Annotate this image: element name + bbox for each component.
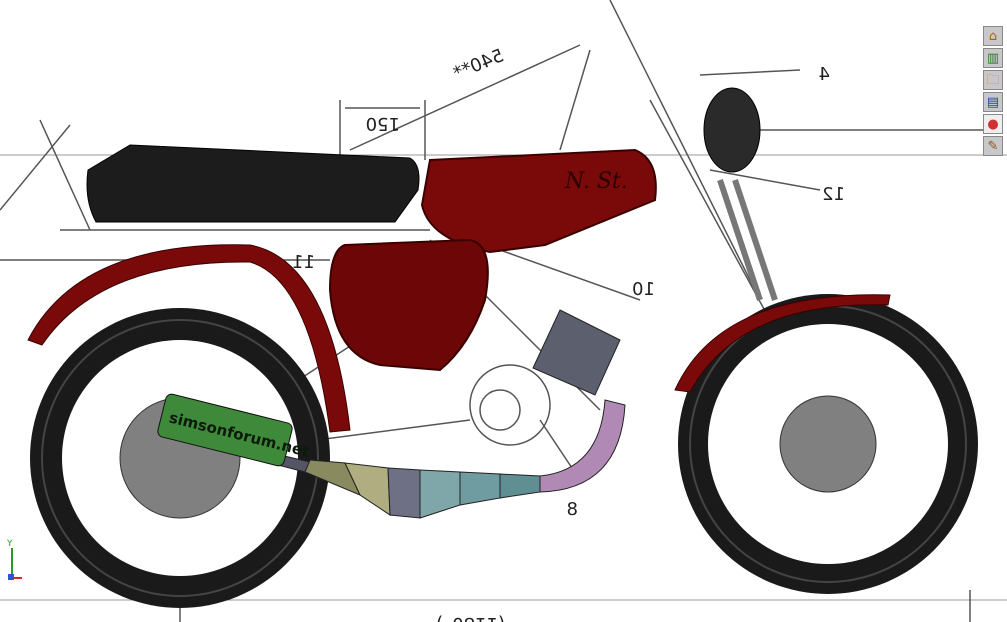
callout-11: 11 bbox=[292, 252, 315, 273]
front-wheel[interactable] bbox=[678, 294, 978, 594]
axis-triad: Y bbox=[6, 539, 22, 580]
tank-monogram: N. St. bbox=[564, 169, 628, 194]
callout-8: 8 bbox=[567, 499, 578, 520]
callout-4: 4 bbox=[819, 64, 830, 85]
task-pane-tabs: ⌂ ▥ 🗀 ▤ ● ✎ bbox=[983, 26, 1005, 156]
custom-properties-icon[interactable]: ✎ bbox=[983, 136, 1003, 156]
exhaust-pipe[interactable] bbox=[277, 399, 626, 519]
rear-fender[interactable] bbox=[27, 244, 351, 433]
headlight[interactable] bbox=[703, 87, 761, 173]
front-fender[interactable] bbox=[674, 294, 891, 393]
view-palette-icon[interactable]: ▤ bbox=[983, 92, 1003, 112]
dimension-150: 150 bbox=[366, 113, 400, 134]
design-library-icon[interactable]: ▥ bbox=[983, 48, 1003, 68]
battery-box[interactable] bbox=[532, 309, 621, 396]
axis-y-label: Y bbox=[6, 539, 13, 549]
rear-wheel[interactable] bbox=[30, 308, 330, 608]
seat[interactable] bbox=[86, 144, 420, 223]
callout-12: 12 bbox=[822, 184, 845, 205]
folder-icon[interactable]: 🗀 bbox=[983, 70, 1003, 90]
side-cover[interactable] bbox=[328, 238, 489, 372]
dimension-overall: (1180*) bbox=[436, 613, 505, 622]
home-icon[interactable]: ⌂ bbox=[983, 26, 1003, 46]
callout-10: 10 bbox=[632, 279, 655, 300]
fuel-tank[interactable] bbox=[420, 148, 657, 254]
appearances-icon[interactable]: ● bbox=[983, 114, 1003, 134]
